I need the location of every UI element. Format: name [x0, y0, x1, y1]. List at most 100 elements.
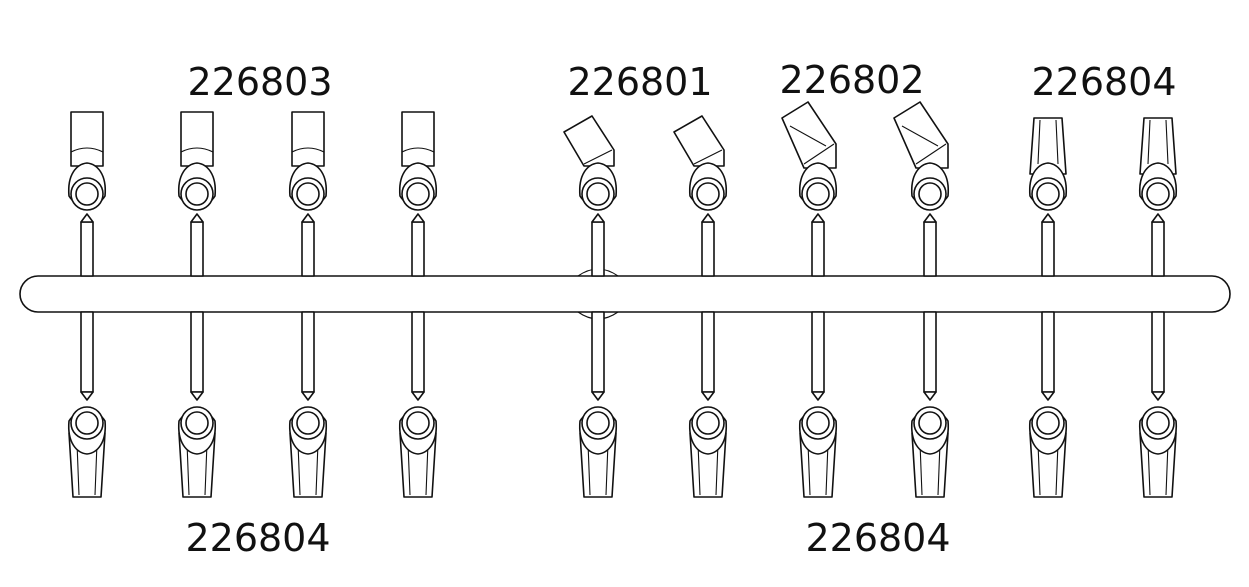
angled-long-cup	[893, 101, 949, 169]
bottom-part-4	[398, 311, 438, 498]
gate-stem	[811, 221, 825, 277]
ball-socket-inner	[918, 411, 942, 435]
ball-socket-inner	[806, 411, 830, 435]
taper-edges	[807, 442, 829, 496]
gate-stem	[1041, 311, 1055, 393]
bottom-row-parts	[67, 311, 1178, 498]
top-part-5	[563, 115, 618, 277]
bottom-part-3	[288, 311, 328, 498]
taper-edges	[1147, 442, 1169, 496]
top-part-8	[893, 101, 950, 277]
gate-stem	[301, 311, 315, 393]
angled-cup-edge	[583, 149, 613, 165]
gate-stem	[1151, 311, 1165, 393]
taper-edges	[1037, 119, 1059, 165]
gate-tip	[1151, 391, 1165, 401]
ball-socket-inner	[185, 182, 209, 206]
gate-tip	[411, 213, 425, 223]
gate-stem	[190, 311, 204, 393]
straight-cup	[180, 111, 214, 167]
bottom-part-7	[798, 311, 838, 498]
gate-stem	[811, 311, 825, 393]
gate-tip	[80, 391, 94, 401]
gate-tip	[701, 391, 715, 401]
top-row-parts	[67, 101, 1178, 277]
ball-socket-inner	[586, 411, 610, 435]
ball-socket-inner	[406, 411, 430, 435]
taper-edges	[1147, 119, 1169, 165]
angled-cup-edge	[693, 149, 723, 165]
top-part-7	[781, 101, 838, 277]
gate-stem	[80, 311, 94, 393]
cup-rim	[291, 147, 325, 153]
part-labels: 226803 226801 226802 226804 226804 22680…	[185, 58, 1176, 560]
gate-tip	[701, 213, 715, 223]
ball-socket-inner	[185, 411, 209, 435]
taper-edges	[1037, 442, 1059, 496]
gate-tip	[1041, 391, 1055, 401]
runner-bar	[19, 275, 1231, 313]
bottom-part-10	[1138, 311, 1178, 498]
gate-stem	[301, 221, 315, 277]
gate-tip	[190, 213, 204, 223]
angled-long-edge	[789, 125, 835, 165]
gate-stem	[591, 311, 605, 393]
angled-long-edge	[901, 125, 947, 165]
sprue-runner	[19, 268, 1231, 320]
label-top-3: 226802	[779, 58, 924, 102]
ball-socket-inner	[75, 411, 99, 435]
ball-socket-inner	[296, 182, 320, 206]
gate-stem	[411, 221, 425, 277]
top-part-10	[1138, 117, 1178, 277]
top-part-3	[288, 111, 328, 277]
gate-stem	[591, 221, 605, 277]
ball-socket-inner	[586, 182, 610, 206]
ball-socket-inner	[1146, 411, 1170, 435]
gate-stem	[923, 311, 937, 393]
gate-tip	[811, 213, 825, 223]
taper-edges	[407, 442, 429, 496]
gate-tip	[923, 213, 937, 223]
ball-socket-inner	[1036, 411, 1060, 435]
taper-edges	[919, 442, 941, 496]
ball-socket-inner	[406, 182, 430, 206]
gate-tip	[301, 213, 315, 223]
gate-tip	[190, 391, 204, 401]
top-part-6	[673, 115, 728, 277]
gate-tip	[1041, 213, 1055, 223]
label-bottom-1: 226804	[185, 516, 330, 560]
gate-tip	[80, 213, 94, 223]
ball-socket-inner	[75, 182, 99, 206]
bottom-part-6	[688, 311, 728, 498]
bottom-part-8	[910, 311, 950, 498]
label-top-1: 226803	[187, 60, 332, 104]
gate-tip	[301, 391, 315, 401]
cup-rim	[180, 147, 214, 153]
cup-rim	[401, 147, 435, 153]
gate-tip	[1151, 213, 1165, 223]
gate-tip	[811, 391, 825, 401]
straight-cup	[70, 111, 104, 167]
ball-socket-inner	[918, 182, 942, 206]
gate-stem	[923, 221, 937, 277]
gate-stem	[190, 221, 204, 277]
gate-tip	[591, 391, 605, 401]
angled-cup	[673, 115, 725, 167]
taper-edges	[76, 442, 98, 496]
top-part-4	[398, 111, 438, 277]
label-top-4: 226804	[1031, 60, 1176, 104]
ball-socket-inner	[696, 411, 720, 435]
gate-stem	[411, 311, 425, 393]
label-top-2: 226801	[567, 60, 712, 104]
top-part-1	[67, 111, 107, 277]
bottom-part-9	[1028, 311, 1068, 498]
gate-stem	[701, 311, 715, 393]
gate-stem	[80, 221, 94, 277]
bottom-part-5	[578, 311, 618, 498]
gate-tip	[923, 391, 937, 401]
ball-socket-inner	[296, 411, 320, 435]
straight-cup	[291, 111, 325, 167]
gate-stem	[1041, 221, 1055, 277]
angled-cup	[563, 115, 615, 167]
